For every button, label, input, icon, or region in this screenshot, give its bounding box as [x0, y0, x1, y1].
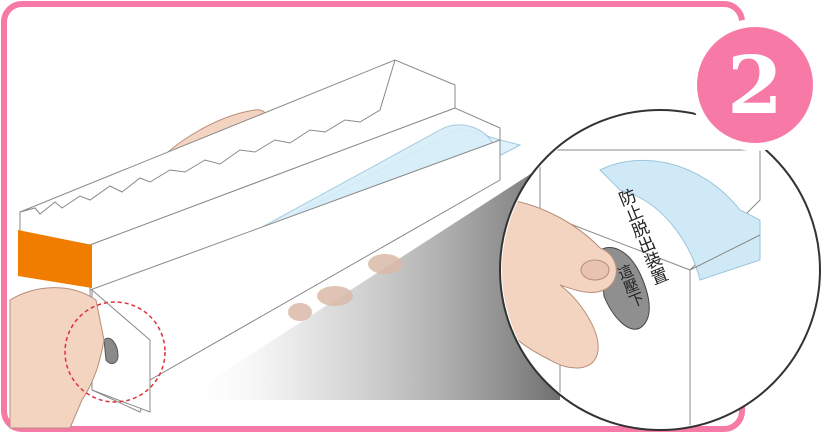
finger-shadow-1 — [288, 303, 312, 321]
serrated-edge — [19, 59, 396, 215]
step-number: 2 — [727, 38, 783, 132]
zoom-content — [502, 149, 761, 428]
box-end-label — [18, 230, 92, 288]
finger-shadow-2 — [317, 286, 353, 306]
finger-shadow-3 — [368, 254, 402, 274]
dashed-circle-icon — [64, 301, 166, 403]
zoom-shadow — [180, 155, 560, 400]
front-hand — [9, 287, 105, 429]
stopper-tab — [103, 337, 119, 364]
number-badge-icon — [697, 27, 813, 143]
